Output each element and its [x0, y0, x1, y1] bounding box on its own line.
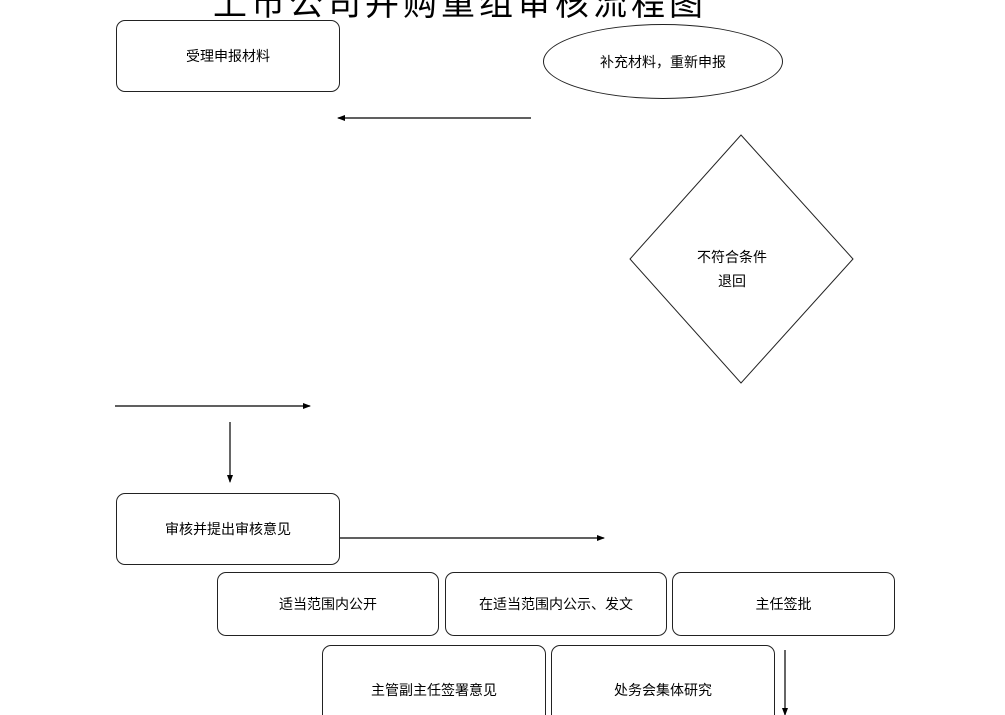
reject-line-1: 不符合条件 [697, 250, 767, 266]
reject-decision-diamond [629, 134, 854, 384]
receive-materials-box: 受理申报材料 [116, 20, 340, 92]
public-notice-label: 在适当范围内公示、发文 [479, 597, 633, 613]
office-meeting-box: 处务会集体研究 [551, 645, 775, 715]
reject-line-2: 退回 [718, 274, 746, 290]
deputy-sign-label: 主管副主任签署意见 [371, 683, 497, 699]
office-meeting-label: 处务会集体研究 [614, 683, 712, 699]
receive-materials-label: 受理申报材料 [186, 49, 270, 65]
public-scope-label: 适当范围内公开 [279, 597, 377, 613]
deputy-sign-box: 主管副主任签署意见 [322, 645, 546, 715]
reject-decision-label: 不符合条件 退回 [672, 246, 792, 294]
supplement-materials-oval: 补充材料，重新申报 [543, 24, 783, 99]
public-notice-box: 在适当范围内公示、发文 [445, 572, 667, 636]
director-approval-label: 主任签批 [755, 597, 812, 613]
supplement-materials-label: 补充材料，重新申报 [600, 54, 726, 71]
review-label: 审核并提出审核意见 [165, 522, 291, 538]
public-scope-box: 适当范围内公开 [217, 572, 439, 636]
review-box: 审核并提出审核意见 [116, 493, 340, 565]
director-approval-box: 主任签批 [672, 572, 895, 636]
